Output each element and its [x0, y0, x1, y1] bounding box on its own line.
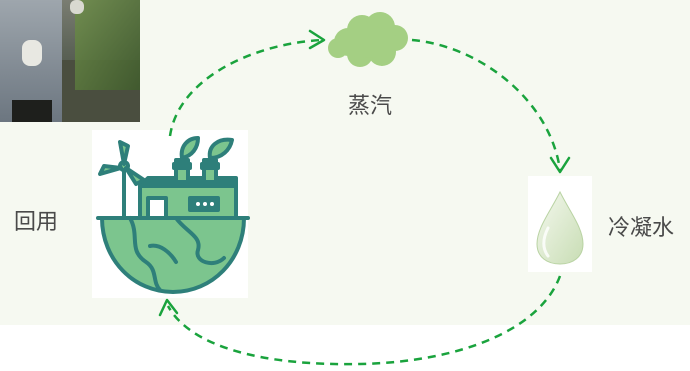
arrowhead-steam [308, 29, 326, 50]
cloud-icon [328, 12, 408, 67]
arrowheads [158, 29, 571, 317]
arrowhead-reuse [158, 298, 179, 317]
arrow-condensate-to-reuse [166, 275, 562, 366]
eco-factory-globe-icon [96, 136, 250, 294]
cycle-arrows [166, 38, 562, 366]
reuse-label: 回用 [14, 210, 59, 235]
water-drop-icon [536, 190, 584, 265]
arrow-reuse-to-steam [168, 38, 323, 137]
steam-label: 蒸汽 [348, 94, 393, 119]
condensate-label: 冷凝水 [608, 216, 675, 241]
worker-photo [0, 0, 140, 122]
arrow-steam-to-condensate [411, 38, 562, 171]
arrowhead-condensate [549, 156, 571, 174]
